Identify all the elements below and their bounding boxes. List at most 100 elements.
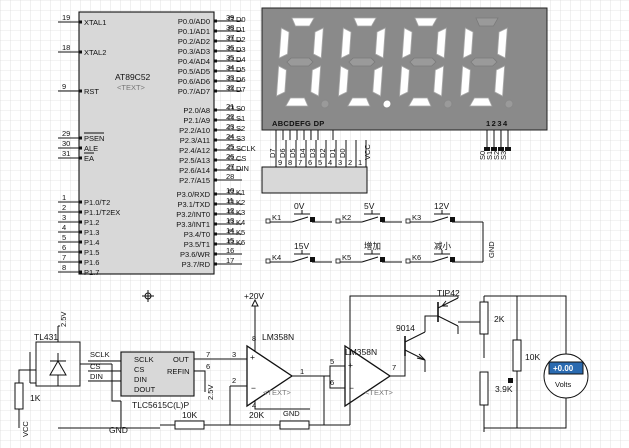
mcu-right-pin-num: 15: [226, 236, 234, 245]
mcu-left-pin-num: 8: [62, 263, 66, 272]
display-digit: [399, 17, 453, 109]
svg-text:−: −: [349, 383, 354, 393]
mcu-left-pin-name: XTAL1: [84, 18, 106, 27]
opamp-2[interactable]: LM358N <TEXT> + − 5 6 7: [329, 344, 406, 408]
mcu-right-pin-name: P3.1/TXD: [177, 200, 210, 209]
display-segment: [475, 17, 499, 27]
r20k-label: 20K: [249, 410, 264, 420]
mcu-left-pin-name: P1.6: [84, 258, 99, 267]
mcu-left-pin-name: P1.0/T2: [84, 198, 110, 207]
mcu-right-pin-name: P2.0/A8: [183, 106, 210, 115]
mcu-right-pin-name: P2.4/A12: [179, 146, 210, 155]
mcu-left-pin-name: P1.7: [84, 268, 99, 277]
dac-pin-cs: CS: [134, 365, 144, 374]
mcu-left-pin-num: 18: [62, 43, 70, 52]
feedback-path: [160, 295, 567, 432]
mcu-right-pin-name: P3.7/RD: [182, 260, 211, 269]
dac-chip[interactable]: SCLK CS DIN DOUT OUT REFIN TLC5615C(L)P …: [58, 350, 230, 429]
net-terminal: [228, 125, 234, 131]
mcu-right-pin-num: 38: [226, 23, 234, 32]
mcu-net-label: K6: [236, 238, 245, 247]
resnet-net-label: D4: [298, 148, 307, 158]
tl431-reference[interactable]: TL431 2.5V 1K VCC: [14, 312, 112, 437]
net-terminal: [228, 189, 234, 195]
mcu-net-label: CS: [236, 154, 246, 163]
opamp1-gnd: GND: [283, 409, 300, 418]
net-terminal: [228, 66, 234, 72]
mcu-net-label: S0: [236, 104, 245, 113]
button-contact: [361, 216, 379, 223]
mcu-left-pin-num: 31: [62, 149, 70, 158]
mcu-left-pin-num: 6: [62, 243, 66, 252]
button-pin: [450, 257, 455, 262]
ref-vcc-label: VCC: [21, 421, 30, 437]
display-dp: [443, 99, 453, 109]
net-terminal: [405, 258, 411, 264]
seven-seg-display[interactable]: ABCDEFG DP 1234: [261, 7, 548, 131]
svg-text:S1: S1: [485, 151, 494, 160]
net-terminal: [335, 258, 341, 264]
dac-pin7-label: 7: [206, 350, 210, 359]
button-label: 增加: [364, 241, 381, 251]
display-segment: [372, 65, 384, 97]
r20k-resistor[interactable]: 20K: [249, 410, 310, 430]
mcu-left-pin-num: 19: [62, 13, 70, 22]
voltmeter[interactable]: +0.00 Volts: [543, 353, 589, 399]
svg-text:S2: S2: [492, 151, 501, 160]
net-terminal: [228, 76, 234, 82]
mcu-right-pin-num: 36: [226, 43, 234, 52]
r39k-resistor[interactable]: 3.9K: [479, 371, 513, 406]
display-segment: [469, 97, 493, 107]
svg-text:+: +: [250, 352, 255, 362]
mcu-left-pin-num: 29: [62, 129, 70, 138]
button-contact: [361, 256, 379, 263]
mcu-right-pin-name: P3.0/RXD: [177, 190, 211, 199]
mcu-left-pin-name: ALE: [84, 144, 98, 153]
opamp-1[interactable]: LM358N <TEXT> + − 3 2 1 8 4 +20V GND: [229, 291, 330, 425]
mcu-text-tag: <TEXT>: [117, 83, 146, 92]
mcu-left-pin-stub: [79, 146, 82, 150]
mcu-right-pin-num: 33: [226, 73, 234, 82]
r1k-resistor[interactable]: [14, 382, 24, 410]
transistor-9014[interactable]: 9014: [396, 315, 438, 372]
mcu-chip[interactable]: AT89C52 <TEXT> 19XTAL118XTAL29RST29PSEN3…: [58, 11, 256, 277]
resnet-net-label: D2: [318, 148, 327, 158]
mcu-right-pin-num: 24: [226, 132, 234, 141]
mcu-left-pin-num: 1: [62, 193, 66, 202]
opamp2-part: LM358N: [345, 347, 377, 357]
opamp2-pin-plus: 5: [330, 357, 334, 366]
display-segment: [285, 97, 309, 107]
display-segment: [399, 65, 410, 97]
mcu-left-pin-num: 9: [62, 82, 66, 91]
display-segment: [338, 65, 349, 97]
r2k-resistor[interactable]: 2K: [479, 301, 505, 335]
r10k-resistor[interactable]: 10K: [174, 410, 205, 430]
resnet-net-label: D1: [328, 148, 337, 158]
opamp2-pin-out: 7: [392, 363, 396, 372]
mcu-right-pin-name: P2.6/A14: [179, 166, 210, 175]
resnet-net-label: D3: [308, 148, 317, 158]
mcu-right-pin-num: 14: [226, 226, 234, 235]
mcu-right-pin-name: P0.1/AD1: [178, 27, 210, 36]
mcu-right-pin-name: P2.2/A10: [179, 126, 210, 135]
opamp1-pin4: 4: [252, 401, 256, 410]
button-key: K6: [412, 253, 421, 262]
net-terminal: [228, 16, 234, 22]
r39k-label: 3.9K: [495, 384, 513, 394]
mcu-right-pin-num: 26: [226, 152, 234, 161]
mcu-net-label: D1: [236, 25, 246, 34]
mcu-right-pin-num: 35: [226, 53, 234, 62]
net-terminal: [228, 105, 234, 111]
display-segment: [276, 65, 287, 97]
r10k-vertical[interactable]: 10K: [512, 339, 540, 372]
mcu-right-pin-num: 27: [226, 162, 234, 171]
resnet-net-label: D5: [288, 148, 297, 158]
mcu-left-pin-num: 4: [62, 223, 66, 232]
